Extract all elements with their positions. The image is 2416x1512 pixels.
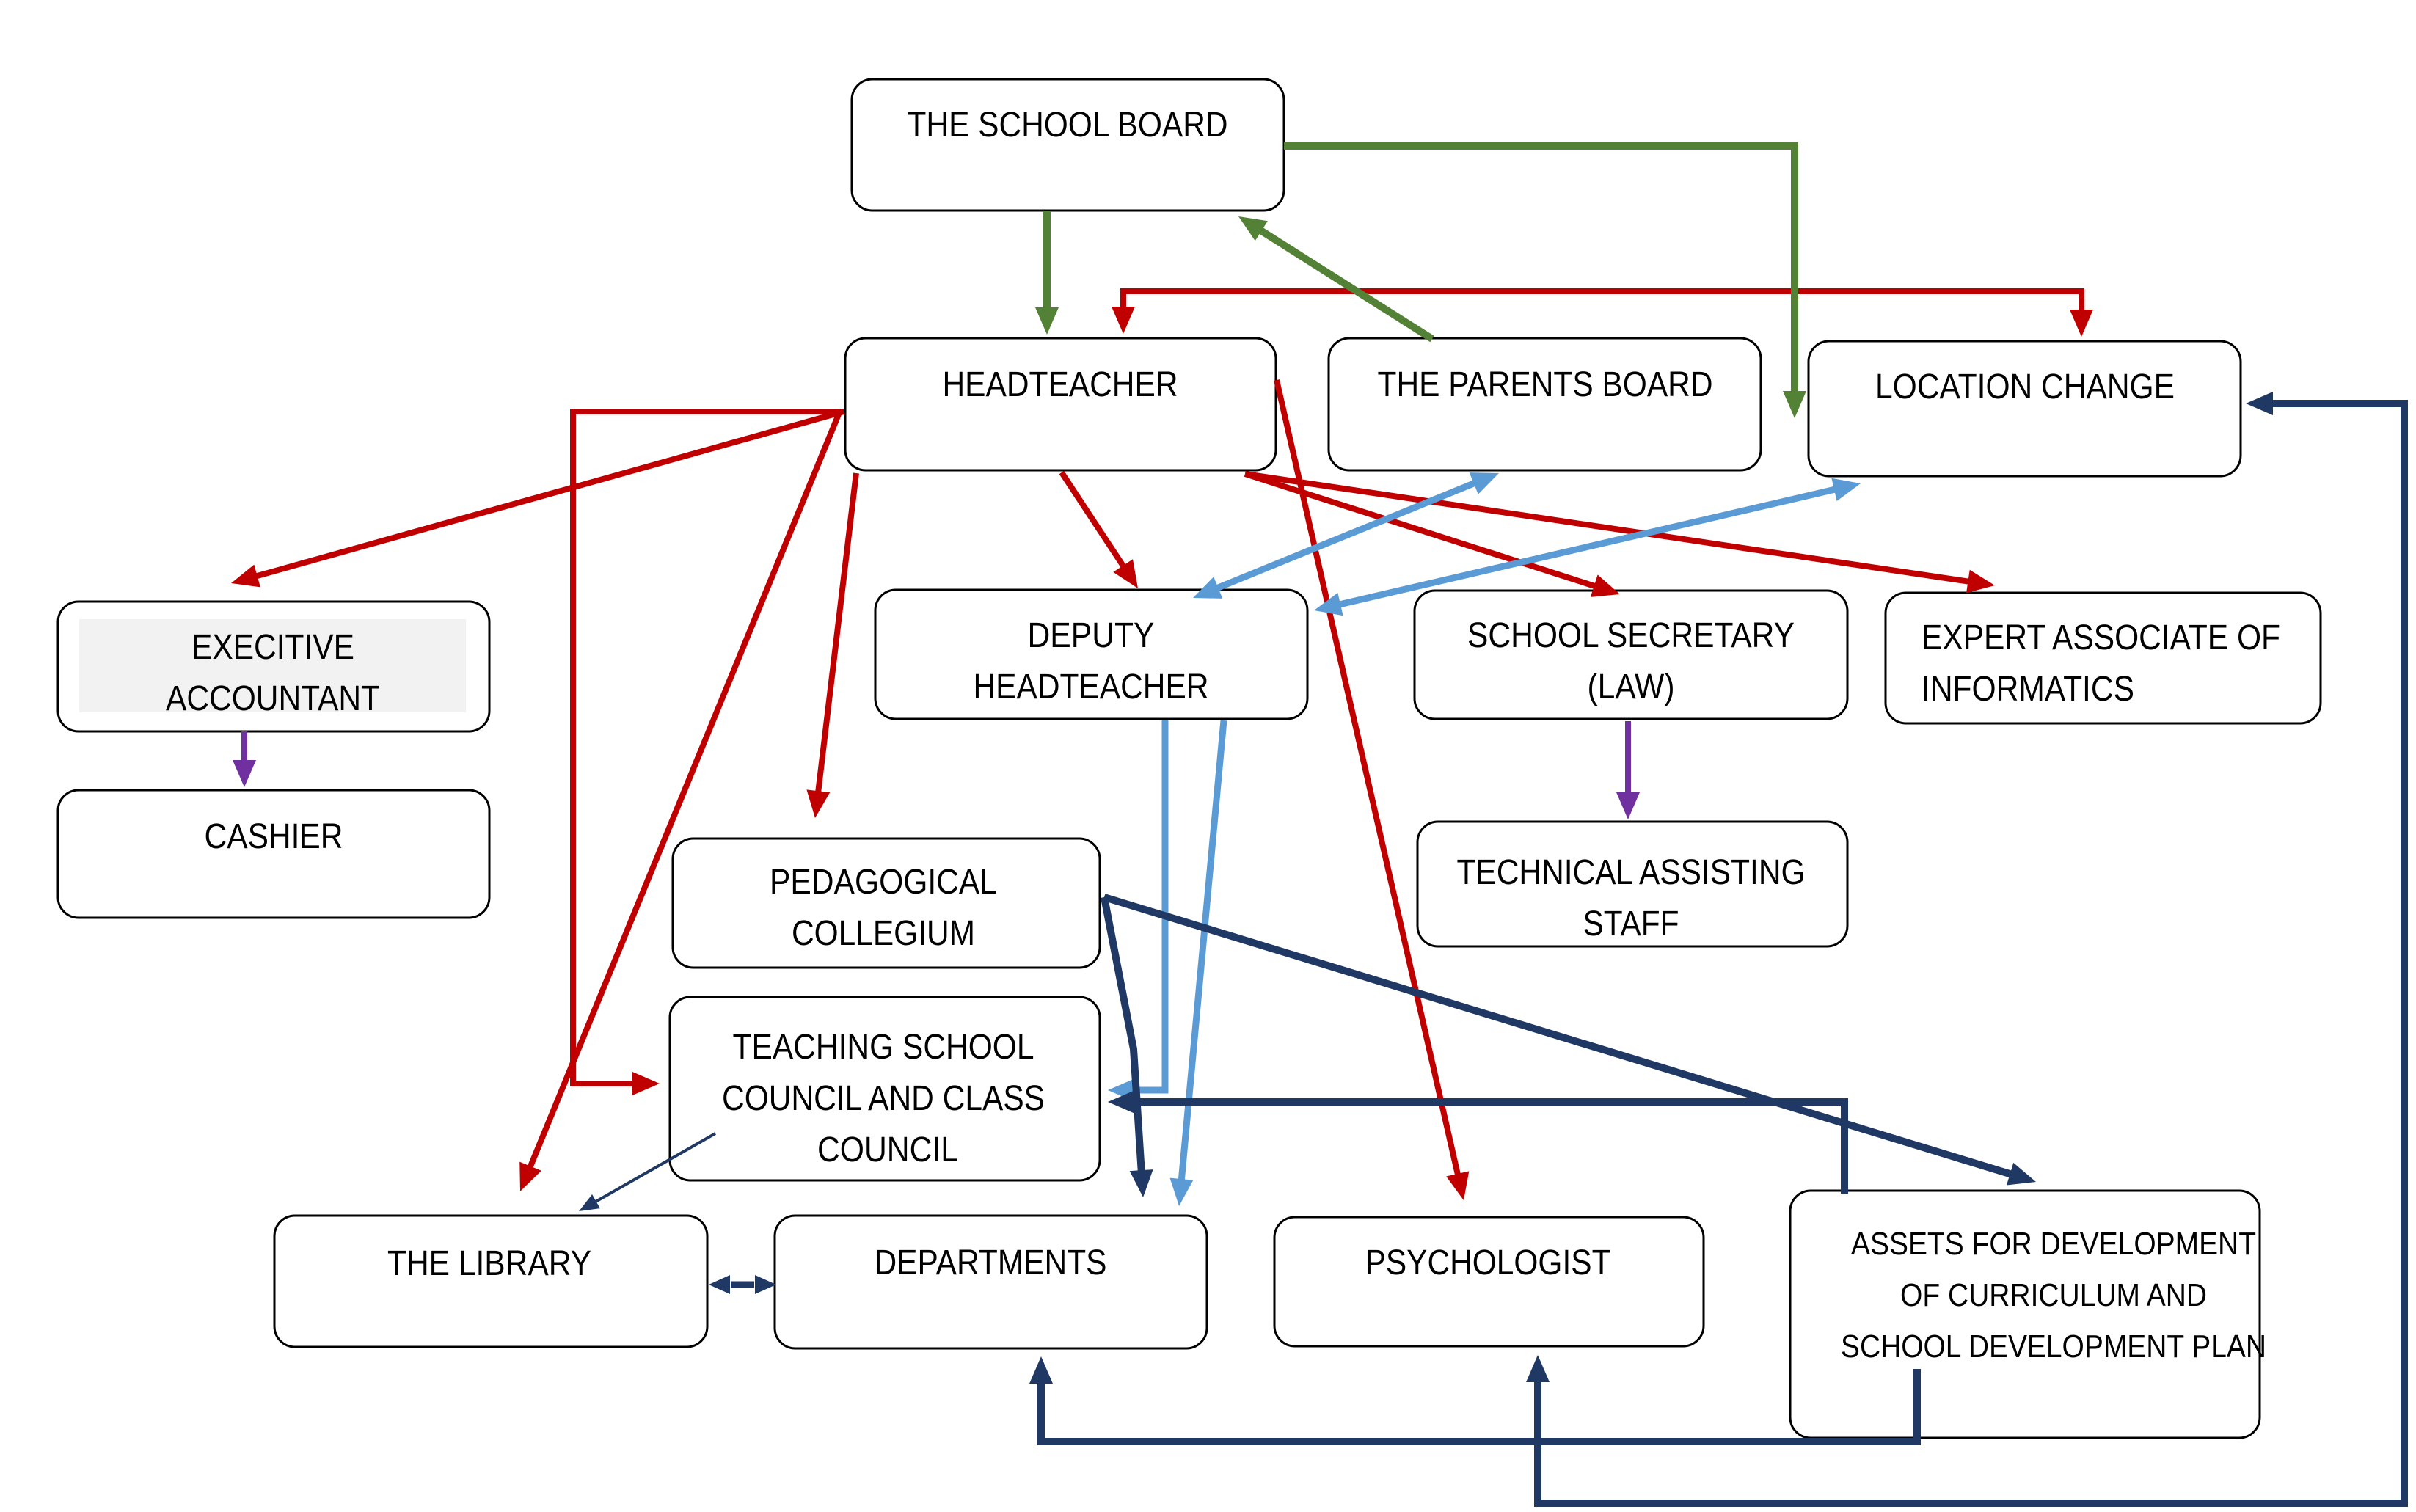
svg-text:COUNCIL: COUNCIL: [817, 1131, 958, 1169]
svg-text:CASHIER: CASHIER: [205, 817, 343, 856]
svg-text:INFORMATICS: INFORMATICS: [1922, 670, 2134, 709]
svg-text:TEACHING SCHOOL: TEACHING SCHOOL: [733, 1028, 1034, 1067]
svg-text:SCHOOL DEVELOPMENT PLAN: SCHOOL DEVELOPMENT PLAN: [1841, 1329, 2266, 1365]
svg-text:ACCOUNTANT: ACCOUNTANT: [166, 679, 380, 718]
svg-text:SCHOOL SECRETARY: SCHOOL SECRETARY: [1467, 616, 1795, 655]
svg-text:(LAW): (LAW): [1588, 668, 1675, 706]
svg-text:COUNCIL AND CLASS: COUNCIL AND CLASS: [722, 1079, 1045, 1118]
svg-text:HEADTEACHER: HEADTEACHER: [974, 668, 1209, 706]
svg-text:THE SCHOOL BOARD: THE SCHOOL BOARD: [908, 106, 1228, 145]
svg-text:STAFF: STAFF: [1583, 905, 1679, 943]
svg-text:PSYCHOLOGIST: PSYCHOLOGIST: [1365, 1243, 1611, 1282]
svg-text:DEPUTY: DEPUTY: [1028, 616, 1155, 655]
svg-text:LOCATION CHANGE: LOCATION CHANGE: [1875, 368, 2175, 406]
svg-text:EXPERT ASSOCIATE OF: EXPERT ASSOCIATE OF: [1922, 618, 2280, 657]
svg-text:DEPARTMENTS: DEPARTMENTS: [875, 1243, 1107, 1282]
svg-text:ASSETS FOR DEVELOPMENT: ASSETS FOR DEVELOPMENT: [1851, 1226, 2256, 1262]
svg-text:PEDAGOGICAL: PEDAGOGICAL: [770, 863, 997, 902]
svg-text:EXECITIVE: EXECITIVE: [191, 628, 354, 667]
svg-text:HEADTEACHER: HEADTEACHER: [943, 365, 1178, 404]
svg-text:TECHNICAL ASSISTING: TECHNICAL ASSISTING: [1457, 853, 1806, 892]
svg-text:THE LIBRARY: THE LIBRARY: [387, 1244, 591, 1283]
svg-text:COLLEGIUM: COLLEGIUM: [792, 914, 975, 953]
svg-text:OF CURRICULUM AND: OF CURRICULUM AND: [1900, 1277, 2207, 1313]
svg-text:THE PARENTS BOARD: THE PARENTS BOARD: [1378, 365, 1713, 404]
